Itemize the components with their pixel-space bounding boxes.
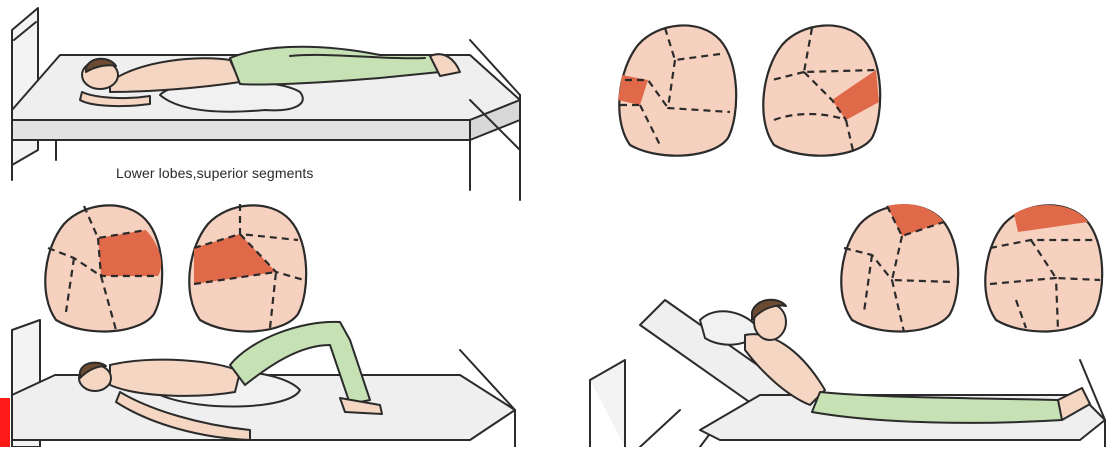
lung-diagram-right-bottom — [189, 204, 306, 331]
caption-lower-lobes-superior-segments: Lower lobes,superior segments — [116, 165, 313, 181]
edge-marker — [0, 398, 10, 447]
lung-diagram-left-bottom — [45, 205, 162, 331]
lung-diagram-left-br — [841, 204, 958, 332]
lung-diagram-left-top — [618, 25, 736, 155]
apical-segments-lungs — [841, 204, 1102, 332]
lung-diagram-right-br — [985, 205, 1102, 332]
supine-position-scene — [12, 320, 515, 447]
lung-diagram-right-top — [763, 25, 880, 155]
anterior-segments-lungs — [45, 204, 306, 331]
lung-views-top — [618, 25, 880, 155]
